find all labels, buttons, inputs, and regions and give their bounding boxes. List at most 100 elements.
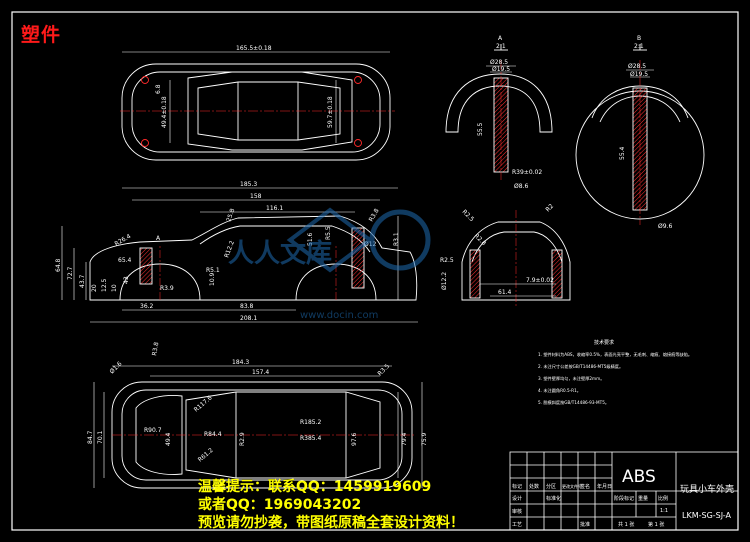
title-scale: 1:1 [660, 508, 668, 514]
title-extra-4: 比例 [658, 495, 668, 502]
side-dim-2: 158 [250, 193, 262, 200]
bottom-dim-11: R2.9 [239, 432, 246, 446]
bottom-dim-10: 49.4 [165, 432, 172, 446]
side-dim-11: 43 [123, 276, 130, 284]
bottom-dim-8: 84.7 [87, 430, 94, 444]
bottom-dim-3: 184.3 [232, 359, 249, 366]
title-extra-3: 重量 [638, 495, 648, 502]
bottom-view [93, 365, 423, 489]
title-col-6: 年月日 [597, 483, 612, 490]
bottom-dim-18: 75.9 [421, 432, 428, 446]
front-dim-7: R2.5 [440, 257, 454, 264]
section-a-scale: 2:1 [496, 43, 506, 50]
side-dim-25: R5.5 [325, 226, 332, 240]
title-row-4: 批准 [580, 521, 590, 528]
bottom-dim-14: R185.2 [300, 419, 322, 426]
front-dim-1: R2.5 [461, 208, 476, 223]
notes-item-5: 5. 脱模斜度按GB/T14486-93-MT5。 [538, 399, 609, 406]
side-dim-21: R26.4 [114, 233, 133, 248]
corner-label: 塑件 [21, 24, 62, 46]
front-dim-3: R2.8 [473, 232, 488, 247]
front-dim-5: 61.4 [498, 289, 512, 296]
title-block [509, 451, 739, 531]
section-a-dim-1: Ø28.5 [490, 59, 508, 66]
top-dim-length: 165.5±0.18 [236, 45, 272, 52]
side-dim-8: 20 [91, 284, 98, 292]
title-col-4: 更改文件号 [562, 483, 582, 489]
bottom-dim-16: 97.6 [351, 432, 358, 446]
technical-notes: 技术要求 1. 塑件材料为ABS，收缩率0.5%，表面光亮平整，无毛刺、缩痕、熔… [538, 339, 692, 406]
section-b-scale: 2:1 [634, 43, 644, 50]
notes-item-3: 3. 塑件壁厚均匀，未注壁厚2mm。 [538, 375, 604, 382]
title-material: ABS [622, 467, 656, 487]
front-dim-4: 7.9±0.02 [526, 277, 554, 284]
notes-item-1: 1. 塑件材料为ABS，收缩率0.5%，表面光亮平整，无毛刺、缩痕、熔接痕等缺陷… [538, 351, 692, 358]
front-view [461, 210, 571, 306]
side-dim-3: 116.1 [266, 205, 283, 212]
top-dim-hole-left: 49.4±0.18 [161, 96, 168, 128]
sheet-border [11, 11, 739, 531]
side-dim-16: R3.9 [160, 285, 174, 292]
side-dim-1: 185.3 [240, 181, 257, 188]
section-b-dim-4: Ø9.6 [658, 223, 672, 230]
side-view [61, 187, 418, 323]
section-a-dim-4: R39±0.02 [512, 169, 542, 176]
section-a-label: A [498, 35, 503, 42]
section-a-dim-2: Ø19.5 [492, 66, 510, 73]
section-b-dim-1: Ø28.5 [628, 63, 646, 70]
title-part-name: 玩具小车外壳 [680, 483, 734, 495]
front-dim-2: R2 [544, 203, 555, 214]
notes-item-2: 2. 未注尺寸公差按GB/T14486-MT5级精度。 [538, 363, 623, 370]
section-a-dim-3: 55.5 [477, 122, 484, 136]
bottom-dim-15: R385.4 [300, 435, 322, 442]
title-col-2: 处数 [529, 483, 539, 490]
title-col-3: 分区 [546, 483, 556, 490]
section-b-label: B [637, 35, 641, 42]
title-sheet-total: 共 1 张 [618, 521, 634, 528]
bottom-dim-17: 79.4 [401, 432, 408, 446]
watermark: 人人文库 www.docin.com [228, 207, 431, 321]
banner-line-1: 温馨提示：联系QQ：1459919609 [198, 479, 432, 495]
side-dim-9: 12.5 [101, 278, 108, 292]
bottom-dim-4: 157.4 [252, 369, 269, 376]
title-extra-2: 阶段标记 [614, 495, 634, 502]
bottom-dim-5: R3.5 [376, 363, 391, 378]
front-dim-6: Ø12.2 [441, 272, 448, 290]
title-col-1: 标记 [512, 483, 522, 490]
watermark-sub: 人人文库 [228, 238, 332, 269]
side-dim-13: 83.8 [240, 303, 254, 310]
title-row-1: 设计 [512, 495, 522, 502]
section-a [445, 44, 553, 180]
top-dim-hole-right: 59.7±0.18 [327, 96, 334, 128]
title-drawing-no: LKM-SG-SJ-A [682, 511, 732, 520]
side-dim-19: 25.8 [225, 208, 236, 223]
title-extra-1: 标准化 [546, 495, 561, 502]
bottom-dim-1: Ø1.6 [108, 360, 123, 375]
side-dim-4: 51.6 [307, 232, 314, 246]
bottom-dim-12: R61.2 [197, 447, 215, 464]
side-dim-15: 65.4 [118, 257, 132, 264]
side-dim-20: 10.9 [209, 272, 216, 286]
bottom-dim-7: R84.4 [204, 431, 222, 438]
side-dim-17: R5.1 [206, 267, 220, 274]
notes-item-4: 4. 未注圆角R0.5-R1。 [538, 387, 581, 394]
bottom-dim-2: R3.8 [151, 341, 160, 356]
section-b-dim-3: 55.4 [619, 146, 626, 160]
side-dim-12: 36.2 [140, 303, 154, 310]
section-b-dim-2: Ø19.5 [630, 71, 648, 78]
side-dim-24: R3.1 [393, 232, 400, 246]
bottom-dim-9: 70.1 [97, 430, 104, 444]
side-section-a-mark: A [156, 235, 161, 242]
title-col-5: 签名 [580, 483, 590, 490]
banner-line-3: 预览请勿抄袭，带图纸原稿全套设计资料！ [198, 515, 464, 531]
bottom-dim-13: R90.7 [144, 427, 162, 434]
title-row-3: 工艺 [512, 522, 522, 528]
banner-line-2: 或者QQ：1969043202 [198, 497, 362, 513]
side-dim-6: 72.7 [67, 266, 74, 280]
section-a-dim-5: Ø8.6 [514, 183, 528, 190]
notes-title: 技术要求 [594, 339, 614, 346]
title-row-2: 审核 [512, 508, 522, 515]
top-view [120, 51, 395, 161]
title-sheet-index: 第 1 张 [648, 521, 664, 528]
